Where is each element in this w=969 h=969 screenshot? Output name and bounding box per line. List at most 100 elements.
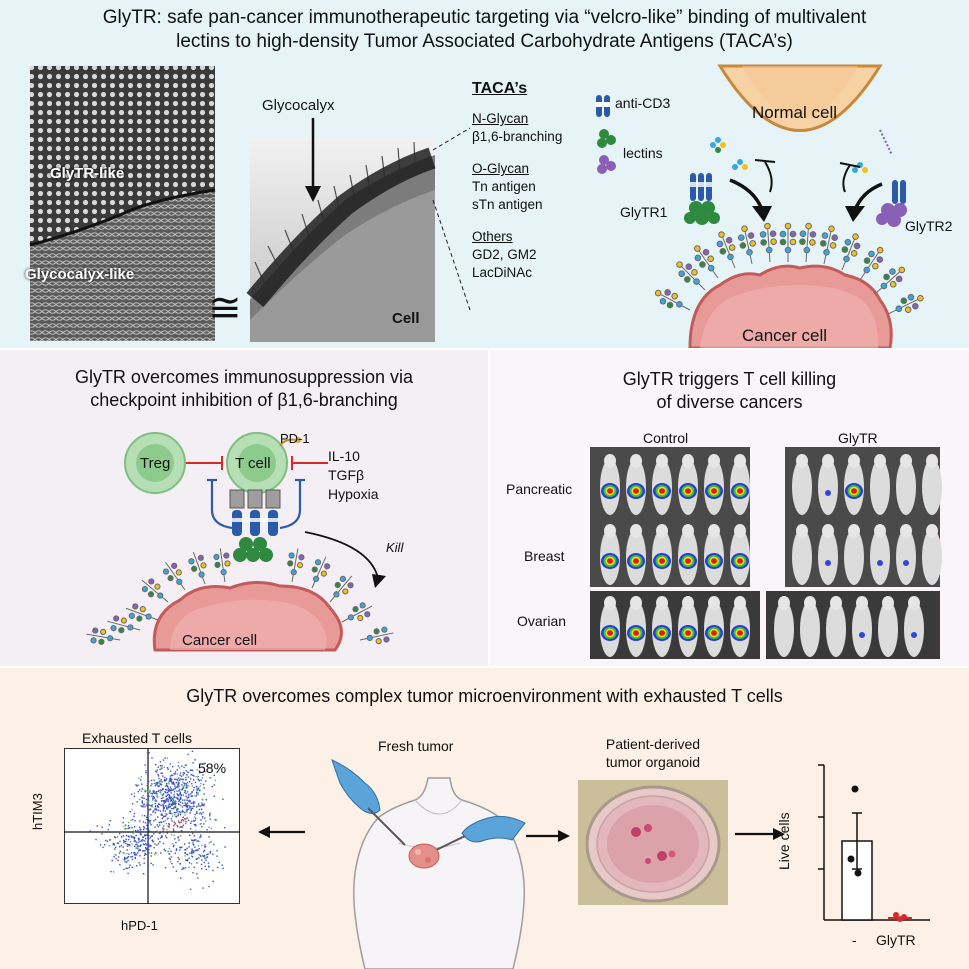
flow-event xyxy=(128,844,131,846)
flow-event xyxy=(137,837,140,840)
flow-event xyxy=(159,821,161,823)
flow-event xyxy=(134,840,136,842)
flow-event xyxy=(186,799,189,801)
flow-event xyxy=(161,834,163,837)
bar-glytr xyxy=(888,912,912,922)
flow-event xyxy=(113,843,115,845)
flow-event xyxy=(138,777,140,779)
flow-event xyxy=(187,804,189,806)
data-point xyxy=(897,916,903,922)
mouse-image xyxy=(852,596,872,657)
flow-event xyxy=(139,840,141,843)
flow-event xyxy=(168,853,171,855)
flow-event xyxy=(148,837,150,840)
flow-event xyxy=(216,850,218,852)
flow-event xyxy=(210,841,212,843)
flow-event xyxy=(201,777,203,779)
flow-event xyxy=(216,855,218,857)
flow-event xyxy=(157,826,159,828)
flow-event xyxy=(157,838,160,840)
flow-event xyxy=(170,818,172,820)
flow-event xyxy=(163,828,165,830)
flow-event xyxy=(142,828,145,831)
flow-event xyxy=(166,799,168,802)
flow-event xyxy=(186,859,189,862)
flow-event xyxy=(121,836,123,838)
flow-event xyxy=(96,825,98,827)
flow-event xyxy=(125,838,127,841)
flow-event xyxy=(155,771,158,773)
flow-event xyxy=(182,799,184,801)
flow-event xyxy=(133,815,135,817)
flow-event xyxy=(216,866,219,869)
flow-event xyxy=(175,815,177,818)
flow-event xyxy=(174,771,177,773)
flow-event xyxy=(196,788,198,790)
flow-event xyxy=(155,782,158,784)
flow-event xyxy=(174,823,176,826)
flow-event xyxy=(170,796,173,798)
flow-event xyxy=(151,793,154,795)
flow-event xyxy=(165,800,167,803)
flow-event xyxy=(186,797,188,799)
flow-event xyxy=(143,835,146,837)
glycocalyx-em-image xyxy=(246,137,436,342)
flow-event xyxy=(178,821,180,824)
flow-event xyxy=(143,862,145,864)
flow-event xyxy=(157,775,160,777)
bottom-title: GlyTR overcomes complex tumor microenvir… xyxy=(186,686,783,706)
flow-event xyxy=(184,814,186,816)
bottom-flow-arrows xyxy=(258,759,785,969)
flow-event xyxy=(164,850,166,852)
flow-event xyxy=(185,770,187,772)
flow-event xyxy=(181,868,183,871)
flow-event xyxy=(108,845,111,847)
flow-event xyxy=(130,835,132,837)
flow-event xyxy=(205,820,207,822)
flow-event xyxy=(149,790,151,792)
flow-event xyxy=(165,791,167,794)
flow-event xyxy=(181,810,183,813)
flow-event xyxy=(186,853,188,856)
flow-event xyxy=(188,793,190,796)
flow-event xyxy=(134,830,137,832)
flow-event xyxy=(137,852,139,854)
flow-event xyxy=(195,806,198,808)
flow-event xyxy=(124,856,126,859)
flow-event xyxy=(157,806,159,808)
flow-event xyxy=(162,775,164,777)
flow-event xyxy=(169,779,172,782)
mouse-image xyxy=(896,524,916,585)
flow-event xyxy=(152,841,155,843)
flow-event xyxy=(135,843,138,845)
flow-event xyxy=(176,779,179,781)
flow-event xyxy=(175,797,178,799)
flow-event xyxy=(167,817,169,819)
flow-event xyxy=(203,787,205,789)
flow-event xyxy=(184,818,186,820)
flow-event xyxy=(200,819,202,821)
mouse-image xyxy=(730,454,750,515)
flow-event xyxy=(107,828,109,831)
flow-event xyxy=(221,864,223,866)
flow-event xyxy=(162,810,164,812)
flow-event xyxy=(138,839,140,841)
flow-event xyxy=(196,873,198,875)
flow-event xyxy=(201,802,203,804)
flow-event xyxy=(177,761,180,764)
flow-event xyxy=(141,801,143,803)
flow-event xyxy=(182,781,184,783)
flow-event xyxy=(162,820,165,823)
flow-event xyxy=(173,800,175,802)
flow-event xyxy=(198,857,200,859)
flow-event xyxy=(166,813,168,815)
flow-event xyxy=(156,830,158,832)
flow-event xyxy=(117,859,119,861)
flow-event xyxy=(170,792,173,794)
row-label-ovarian: Ovarian xyxy=(517,613,567,629)
flow-event xyxy=(152,799,154,801)
flow-event xyxy=(154,852,157,854)
flow-event xyxy=(191,856,194,858)
flow-event xyxy=(118,833,121,835)
flow-event xyxy=(154,805,157,808)
